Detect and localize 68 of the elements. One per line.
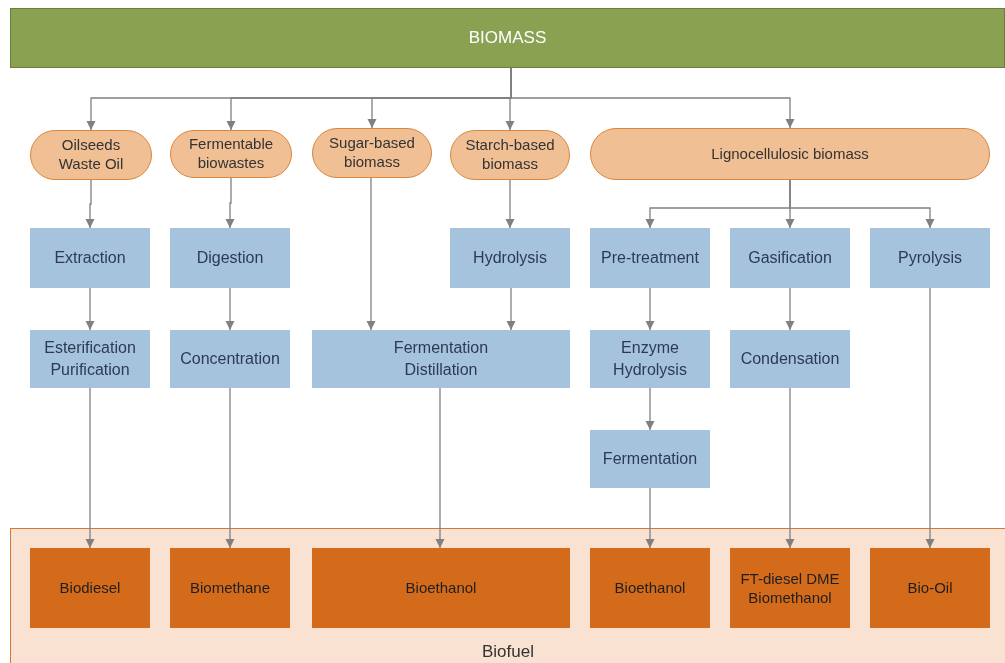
arrow xyxy=(85,179,95,229)
node-label: Digestion xyxy=(196,248,264,269)
process-box xyxy=(590,430,710,488)
process-box xyxy=(30,228,150,288)
product-box xyxy=(870,548,990,628)
node-label: Gasification xyxy=(748,248,832,269)
arrow xyxy=(435,387,445,549)
feedstock-pill xyxy=(590,128,990,180)
node-label: Bioethanol xyxy=(614,578,686,598)
node-label: Hydrolysis xyxy=(473,248,547,269)
node-label: Esterification Purification xyxy=(43,338,137,380)
arrow xyxy=(225,287,235,331)
arrow xyxy=(366,177,376,331)
node-label: Extraction xyxy=(54,248,126,269)
node-label: Starch-based biomass xyxy=(464,136,556,174)
arrow xyxy=(785,387,795,549)
feedstock-pill xyxy=(450,130,570,180)
node-label: Bio-Oil xyxy=(907,578,953,598)
product-box xyxy=(30,548,150,628)
product-box xyxy=(730,548,850,628)
process-box xyxy=(590,330,710,388)
arrow xyxy=(645,487,655,549)
product-box xyxy=(170,548,290,628)
output-band xyxy=(10,528,1005,663)
node-label: Fermentable biowastes xyxy=(187,135,275,173)
arrow xyxy=(505,179,515,229)
arrow xyxy=(789,179,935,229)
process-box xyxy=(730,228,850,288)
process-box xyxy=(170,228,290,288)
node-label: Biodiesel xyxy=(59,578,121,598)
arrow xyxy=(225,387,235,549)
feedstock-pill xyxy=(30,130,152,180)
process-box xyxy=(312,330,570,388)
node-label: Sugar-based biomass xyxy=(328,134,416,172)
arrow xyxy=(645,387,655,431)
node-label: Fermentation Distillation xyxy=(392,338,490,380)
process-box xyxy=(450,228,570,288)
node-label: Concentration xyxy=(180,349,280,370)
process-box xyxy=(870,228,990,288)
node-label: Condensation xyxy=(740,349,840,370)
node-label: BIOMASS xyxy=(468,28,547,48)
arrow xyxy=(510,67,795,129)
feedstock-pill xyxy=(170,130,292,178)
product-box xyxy=(312,548,570,628)
node-label: Fermentation xyxy=(602,449,698,470)
process-box xyxy=(170,330,290,388)
arrow xyxy=(506,287,516,331)
node-label: FT-diesel DME Biomethanol xyxy=(740,568,840,608)
arrow xyxy=(85,387,95,549)
node-label: Oilseeds Waste Oil xyxy=(57,136,125,174)
process-box xyxy=(730,330,850,388)
node-label: Biomethane xyxy=(189,578,271,598)
arrow xyxy=(85,287,95,331)
source-banner xyxy=(10,8,1005,68)
arrow xyxy=(225,177,235,229)
node-label: Pyrolysis xyxy=(898,248,962,269)
arrow xyxy=(645,287,655,331)
feedstock-pill xyxy=(312,128,432,178)
product-box xyxy=(590,548,710,628)
process-box xyxy=(30,330,150,388)
arrow xyxy=(785,287,795,331)
node-label: Pre-treatment xyxy=(601,248,699,269)
process-box xyxy=(590,228,710,288)
arrow xyxy=(925,287,935,549)
node-label: Enzyme Hydrolysis xyxy=(612,338,688,380)
node-label: Bioethanol xyxy=(405,578,477,598)
band-heading: Biofuel xyxy=(482,642,534,662)
node-label: Lignocellulosic biomass xyxy=(711,144,869,164)
